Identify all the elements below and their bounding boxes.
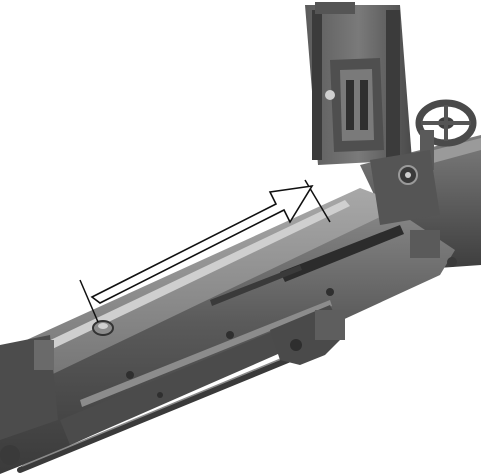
lid-hinge-block [370,150,457,267]
mount-bracket [270,305,345,365]
direction-arrow [90,184,314,304]
cocking-knob [92,320,114,336]
feed-cover-lid [305,2,412,165]
receiver-body [0,188,455,474]
bipod-rod [17,350,303,473]
rear-end [0,335,58,465]
